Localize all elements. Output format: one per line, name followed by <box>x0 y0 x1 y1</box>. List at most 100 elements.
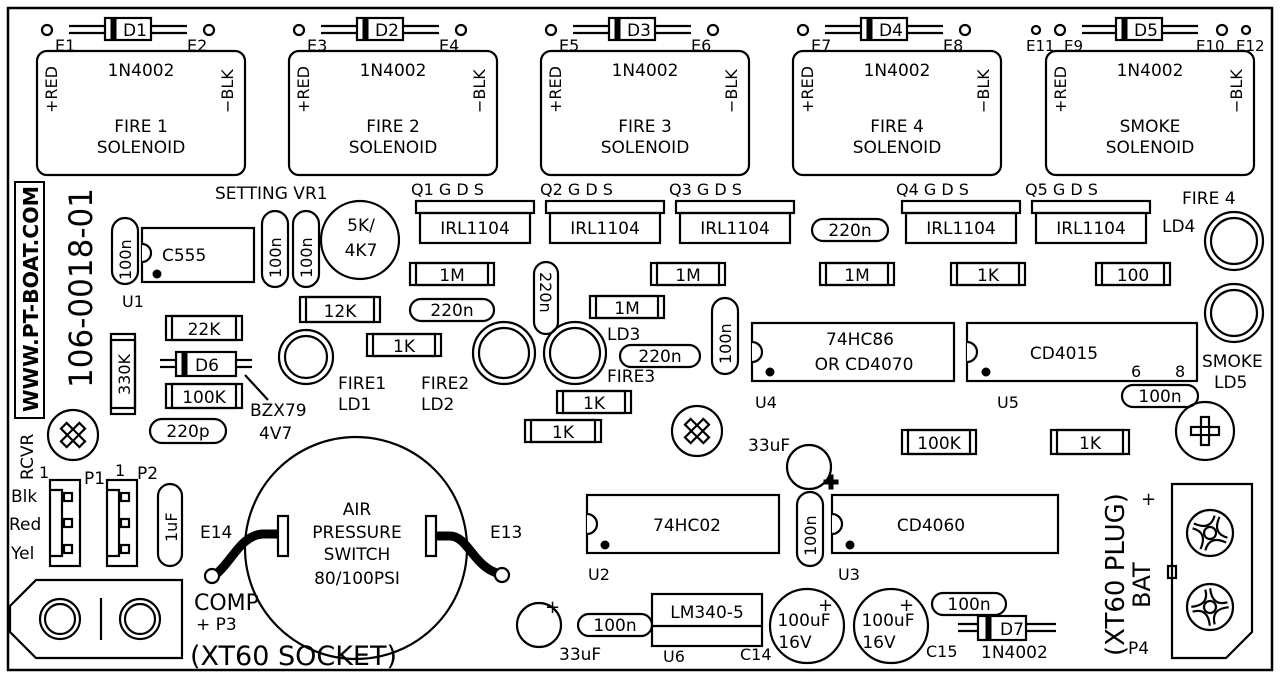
svg-text:SWITCH: SWITCH <box>324 545 391 565</box>
p4-label: P4 <box>1128 639 1149 659</box>
connector-p1 <box>48 478 82 568</box>
diode-d1-label: D1 <box>123 21 147 41</box>
diode-part: 1N4002 <box>1117 61 1184 81</box>
p2-label: P2 <box>137 464 158 484</box>
pad-e13: E13 <box>490 523 522 543</box>
rcvr-label: RCVR <box>18 434 38 480</box>
cap-220n-vertical: 220n <box>532 260 560 336</box>
solenoid-fire-2: D2 E3 E4 1N4002 +RED −BLK FIRE 2 SOLENOI… <box>287 16 499 177</box>
svg-text:74HC86: 74HC86 <box>826 330 894 350</box>
ic-u3: CD4060 U3 <box>830 493 1060 584</box>
svg-text:OR CD4070: OR CD4070 <box>815 355 914 375</box>
cap-220n-d: 220n <box>810 217 890 243</box>
solenoid-smoke: D5 E11 E9 E10 E12 1N4002 +RED −BLK SMOKE… <box>1026 16 1265 177</box>
solenoid-fire-3: D3 E5 E6 1N4002 +RED −BLK FIRE 3 SOLENOI… <box>539 16 751 177</box>
led-ld2: FIRE2 LD2 <box>421 320 537 415</box>
mounting-screw-left <box>46 408 100 462</box>
svg-text:CD4060: CD4060 <box>897 516 965 536</box>
solenoid-type: SOLENOID <box>97 138 186 158</box>
wire-yel: Yel <box>10 544 34 564</box>
solenoid-name: FIRE 2 <box>366 117 420 137</box>
xt60-plug-p4: (XT60 PLUG) BAT + P4 <box>1101 482 1254 660</box>
svg-text:12K: 12K <box>324 302 358 322</box>
bat-label: BAT <box>1128 562 1156 608</box>
cap-c15: + 100uF 16V C15 <box>852 587 958 665</box>
cap-100n-u1: 100n <box>110 216 140 286</box>
solenoid-type: SOLENOID <box>349 138 438 158</box>
svg-text:100uF: 100uF <box>861 611 914 631</box>
resistor-330k: 330K <box>109 332 137 416</box>
cap-220n-c: 220n <box>618 343 702 369</box>
svg-text:FIRE 4: FIRE 4 <box>1182 189 1236 209</box>
blk-lead: −BLK <box>1227 69 1246 113</box>
mosfet-part: IRL1104 <box>570 219 640 239</box>
svg-text:220p: 220p <box>166 422 209 442</box>
regulator-u6: LM340-5 U6 <box>650 592 764 666</box>
ic-u4: 74HC86 OR CD4070 U4 <box>750 321 956 412</box>
cap-33uf-lower: + 33uF <box>515 597 601 665</box>
svg-text:100K: 100K <box>182 388 226 408</box>
svg-text:80/100PSI: 80/100PSI <box>314 569 400 589</box>
cap-100n-d7: 100n <box>930 591 1008 617</box>
svg-text:16V: 16V <box>778 633 812 653</box>
resistor-1m-d: 1M <box>588 294 666 320</box>
svg-text:1K: 1K <box>583 394 606 414</box>
svg-text:LD3: LD3 <box>607 325 640 345</box>
svg-text:16V: 16V <box>862 633 896 653</box>
svg-text:LD1: LD1 <box>338 395 371 415</box>
u2-ref: U2 <box>588 565 610 584</box>
diode-d7: D7 1N4002 <box>958 614 1056 663</box>
svg-text:1K: 1K <box>393 337 416 357</box>
potentiometer-vr1: 5K/ 4K7 <box>319 199 401 281</box>
plug-label: (XT60 PLUG) <box>1101 493 1131 656</box>
mosfet-pins: Q5 G D S <box>1025 180 1098 199</box>
p2-pin1: 1 <box>115 461 125 480</box>
mosfet-pins: Q1 G D S <box>411 180 484 199</box>
svg-text:LM340-5: LM340-5 <box>670 603 744 623</box>
resistor-1k-e: 1K <box>1049 428 1131 456</box>
cap-plus: + <box>899 595 914 616</box>
blk-lead: −BLK <box>470 69 489 113</box>
svg-text:100n: 100n <box>716 323 735 364</box>
mosfet-pins: Q3 G D S <box>669 180 742 199</box>
mosfet-q1: Q1 G D S IRL1104 <box>411 180 536 245</box>
c15-ref: C15 <box>926 642 958 661</box>
diode-d3-label: D3 <box>627 21 651 41</box>
pad-e6: E6 <box>691 36 711 55</box>
cap-220p: 220p <box>148 417 228 445</box>
resistor-1m-b: 1M <box>649 261 727 287</box>
cap-100n-u4: 100n <box>710 296 740 376</box>
diode-part: 1N4002 <box>864 61 931 81</box>
svg-text:LD2: LD2 <box>421 395 454 415</box>
svg-text:1K: 1K <box>552 423 575 443</box>
svg-text:LD4: LD4 <box>1162 217 1195 237</box>
svg-text:1N4002: 1N4002 <box>981 643 1048 663</box>
led-ld1: FIRE1 LD1 <box>277 328 386 415</box>
resistor-1k-a: 1K <box>949 261 1027 287</box>
blk-lead: −BLK <box>218 69 237 113</box>
c14-ref: C14 <box>740 645 772 664</box>
mosfet-part: IRL1104 <box>700 219 770 239</box>
pad-e14: E14 <box>200 523 232 543</box>
mounting-screw-right <box>1174 400 1236 462</box>
pad-e8: E8 <box>943 36 963 55</box>
cap-1uf: 1uF <box>156 482 184 568</box>
diode-d5-label: D5 <box>1134 21 1158 41</box>
svg-text:33uF: 33uF <box>559 645 601 665</box>
pin-8: 8 <box>1175 362 1185 381</box>
solenoid-type: SOLENOID <box>1106 138 1195 158</box>
resistor-1k-b: 1K <box>365 332 443 358</box>
cap-plus: + <box>545 597 560 618</box>
svg-text:SMOKE: SMOKE <box>1202 352 1263 372</box>
svg-text:100: 100 <box>1117 266 1149 286</box>
u6-ref: U6 <box>663 647 685 666</box>
resistor-100: 100 <box>1094 261 1172 287</box>
cap-33uf-upper: 33uF <box>748 436 839 491</box>
pad-e5: E5 <box>559 36 579 55</box>
cap-plus: + <box>818 595 833 616</box>
solenoid-name: SMOKE <box>1120 117 1181 137</box>
solenoid-fire-4: D4 E7 E8 1N4002 +RED −BLK FIRE 4 SOLENOI… <box>791 16 1003 177</box>
svg-text:220n: 220n <box>430 301 473 321</box>
mounting-screw-center <box>670 404 724 458</box>
